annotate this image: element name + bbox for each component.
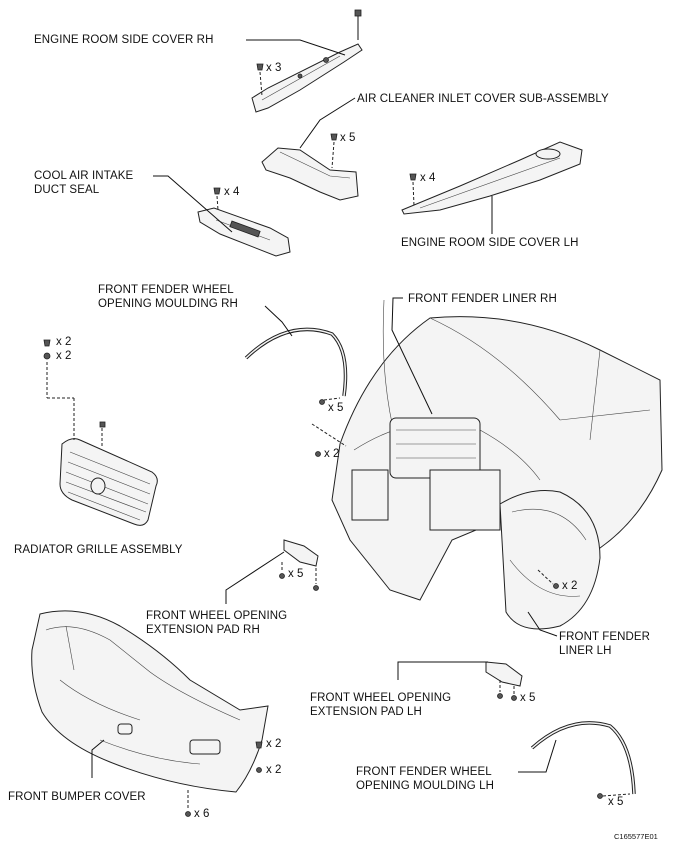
label-air-cleaner-inlet-cover: AIR CLEANER INLET COVER SUB-ASSEMBLY [357,93,609,105]
leader-line [299,97,356,149]
label-engine-room-side-cover-rh: ENGINE ROOM SIDE COVER RH [34,34,214,46]
leader-line [391,297,433,415]
label-fender-moulding-lh: FRONT FENDER WHEEL OPENING MOULDING LH [356,765,494,793]
label-line: EXTENSION PAD RH [146,624,260,636]
qty-bumper-screws-a: x 2 [266,738,282,750]
clip-icon [43,339,51,360]
label-extension-pad-lh: FRONT WHEEL OPENING EXTENSION PAD LH [310,691,451,719]
clip-icon [597,793,631,799]
extension-pad-rh-part [283,539,319,567]
qty-bumper-bottom-screws: x 6 [194,808,210,820]
bolt-icon [354,9,362,40]
label-cool-air-intake-duct-seal: COOL AIR INTAKE DUCT SEAL [34,169,133,197]
screw-icon [255,741,263,773]
clip-icon [497,680,517,701]
screw-icon [537,569,559,589]
screw-icon [99,421,106,448]
label-line: COOL AIR INTAKE [34,170,134,182]
clip-icon [213,187,221,211]
clip-icon [319,397,341,405]
label-line: EXTENSION PAD LH [310,706,422,718]
leader-line [527,611,558,637]
leader-line [246,39,346,56]
screw-icon [311,423,347,457]
clip-icon [256,63,264,97]
clip-icon [409,173,417,207]
qty-intake-seal-clips: x 4 [224,186,240,198]
qty-moulding-rh-clips: x 5 [328,402,344,414]
qty-cover-lh-clips: x 4 [420,172,436,184]
qty-liner-rh-screws: x 2 [324,448,340,460]
label-line: OPENING MOULDING LH [356,780,495,792]
label-front-fender-liner-lh: FRONT FENDER LINER LH [559,630,650,658]
leader-line [153,175,233,233]
extension-pad-lh-part [485,661,523,687]
label-line: LINER LH [559,645,612,657]
label-front-fender-liner-rh: FRONT FENDER LINER RH [408,293,557,305]
qty-liner-lh-screws: x 2 [562,580,578,592]
leader-line [225,551,285,604]
air-cleaner-inlet-cover-part [261,147,359,201]
label-line: FRONT FENDER WHEEL [98,284,234,296]
qty-grille-clips-b: x 2 [56,350,72,362]
qty-pad-rh-clips: x 5 [288,568,304,580]
leader-line [397,661,488,680]
screw-icon [185,790,191,817]
qty-cover-rh-clips: x 3 [266,62,282,74]
clip-icon [330,133,338,169]
label-line: FRONT FENDER [559,631,651,643]
engine-room-side-cover-lh-part [401,141,583,215]
fender-wheel-opening-moulding-rh-part [244,327,348,397]
label-line: DUCT SEAL [34,184,100,196]
leader-line [91,739,105,778]
figure-code: C165577E01 [614,832,658,841]
label-radiator-grille: RADIATOR GRILLE ASSEMBLY [14,544,183,556]
front-bumper-cover-part [31,610,269,793]
label-line: FRONT WHEEL OPENING [146,610,288,622]
label-line: FRONT WHEEL OPENING [310,692,452,704]
label-engine-room-side-cover-lh: ENGINE ROOM SIDE COVER LH [401,237,579,249]
cool-air-intake-duct-seal-part [197,207,291,257]
leader-line [518,739,557,773]
leader-line [264,305,293,337]
qty-inlet-cover-clips: x 5 [340,132,356,144]
clip-icon [279,562,319,591]
vehicle-front-body [331,299,663,630]
qty-bumper-screws-b: x 2 [266,764,282,776]
qty-pad-lh-clips: x 5 [520,692,536,704]
label-fender-moulding-rh: FRONT FENDER WHEEL OPENING MOULDING RH [98,283,238,311]
label-extension-pad-rh: FRONT WHEEL OPENING EXTENSION PAD RH [146,609,287,637]
fender-wheel-opening-moulding-lh-part [530,721,636,795]
engine-room-side-cover-rh-part [251,43,363,113]
radiator-grille-part [59,438,158,526]
label-line: OPENING MOULDING RH [98,298,238,310]
qty-grille-clips-a: x 2 [56,336,72,348]
label-line: FRONT FENDER WHEEL [356,766,492,778]
label-front-bumper-cover: FRONT BUMPER COVER [8,791,146,803]
qty-moulding-lh-clips: x 5 [608,796,624,808]
